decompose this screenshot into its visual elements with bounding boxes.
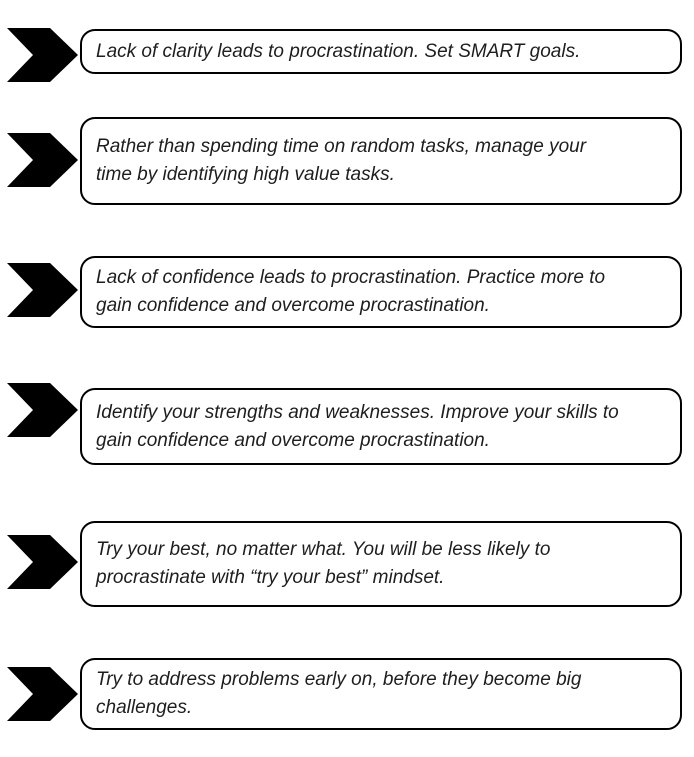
tip-box: Lack of clarity leads to procrastination… <box>80 29 682 74</box>
chevron-arrow-icon <box>7 263 78 317</box>
tip-text-line: challenges. <box>96 697 193 718</box>
tip-text-line: time by identifying high value tasks. <box>96 164 395 185</box>
tip-text-line: Identify your strengths and weaknesses. … <box>96 401 619 423</box>
tip-row: Try your best, no matter what. You will … <box>0 521 694 607</box>
tip-text-line: gain confidence and overcome procrastina… <box>96 429 490 451</box>
chevron-arrow-icon <box>7 535 78 589</box>
tip-row: Try to address problems early on, before… <box>0 658 694 730</box>
tip-box: Try your best, no matter what. You will … <box>80 521 682 607</box>
tip-text-line: Try to address problems early on, before… <box>96 669 582 690</box>
tip-text-line: Lack of clarity leads to procrastination… <box>96 40 581 62</box>
tip-box: Rather than spending time on random task… <box>80 117 682 205</box>
tip-text-line: Lack of confidence leads to procrastinat… <box>96 267 606 288</box>
chevron-arrow-icon <box>7 28 78 82</box>
chevron-arrow-icon <box>7 133 78 187</box>
tip-row: Identify your strengths and weaknesses. … <box>0 383 694 465</box>
chevron-arrow-icon <box>7 667 78 721</box>
chevron-arrow-icon <box>7 383 78 437</box>
tip-text-line: gain confidence and overcome procrastina… <box>96 295 490 316</box>
tip-row: Rather than spending time on random task… <box>0 117 694 205</box>
tip-box: Identify your strengths and weaknesses. … <box>80 388 682 465</box>
tip-box: Try to address problems early on, before… <box>80 658 682 730</box>
tip-box: Lack of confidence leads to procrastinat… <box>80 256 682 328</box>
tip-row: Lack of clarity leads to procrastination… <box>0 28 694 82</box>
tip-row: Lack of confidence leads to procrastinat… <box>0 256 694 328</box>
tip-text-line: Rather than spending time on random task… <box>96 136 587 157</box>
tip-text-line: procrastinate with “try your best” minds… <box>96 567 445 588</box>
tip-text-line: Try your best, no matter what. You will … <box>96 539 551 560</box>
